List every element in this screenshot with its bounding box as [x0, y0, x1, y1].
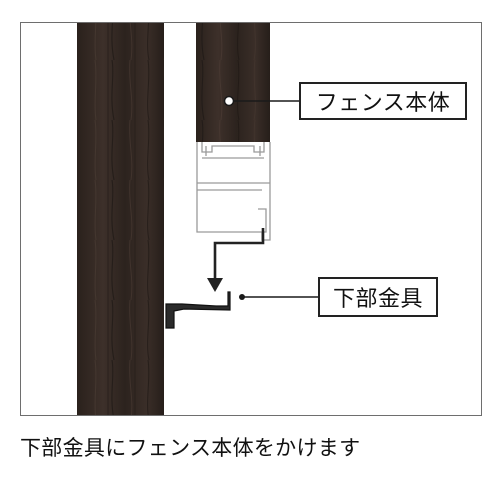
leader-bottom-bracket	[239, 294, 318, 300]
label-bottom-bracket-text: 下部金具	[332, 287, 423, 312]
caption: 下部金具にフェンス本体をかけます	[20, 436, 361, 460]
label-fence-body: フェンス本体	[299, 82, 467, 120]
leader-fence-body	[223, 95, 299, 107]
fence-post	[77, 23, 164, 415]
bottom-bracket-shape	[165, 291, 231, 329]
down-arrow-icon	[207, 228, 265, 292]
fence-body-panel	[196, 23, 270, 142]
label-fence-body-text: フェンス本体	[315, 91, 451, 116]
label-bottom-bracket: 下部金具	[318, 277, 438, 317]
fence-frame-profile	[196, 142, 271, 241]
